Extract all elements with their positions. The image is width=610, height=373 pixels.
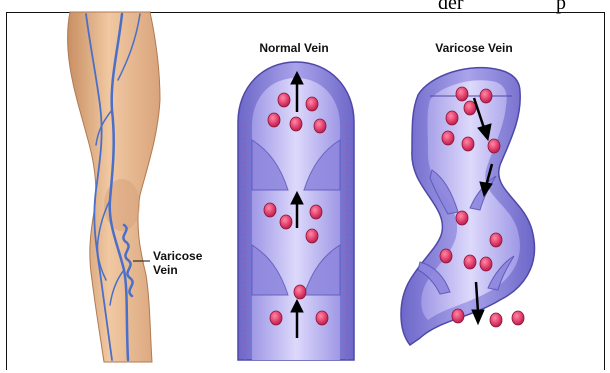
- varicose-vein-title: Varicose Vein: [435, 41, 512, 55]
- normal-vein-illustration: Normal Vein: [238, 41, 354, 360]
- blood-cell: [310, 205, 322, 219]
- blood-cell: [442, 131, 454, 145]
- blood-cell: [462, 137, 474, 151]
- blood-cell: [464, 255, 476, 269]
- flow-arrow-down-icon: [472, 310, 484, 324]
- blood-cell: [316, 311, 328, 325]
- blood-cell: [314, 119, 326, 133]
- blood-cell: [294, 285, 306, 299]
- leg-illustration: Varicose Vein: [68, 12, 203, 362]
- blood-cell: [480, 89, 492, 103]
- blood-cell: [290, 117, 302, 131]
- leg-callout-label-line1: Varicose: [153, 249, 203, 263]
- normal-vein-title: Normal Vein: [259, 41, 328, 55]
- blood-cell: [480, 257, 492, 271]
- blood-cell: [306, 229, 318, 243]
- blood-cell: [280, 215, 292, 229]
- leg-callout-label-line2: Vein: [153, 263, 178, 277]
- blood-cell: [306, 97, 318, 111]
- blood-cell: [270, 311, 282, 325]
- blood-cell: [446, 111, 458, 125]
- blood-cell: [264, 203, 276, 217]
- varicose-vein-illustration: Varicose Vein: [401, 41, 534, 345]
- blood-cell: [488, 139, 500, 153]
- blood-cell: [490, 313, 502, 327]
- blood-cell: [490, 233, 502, 247]
- blood-cell: [512, 311, 524, 325]
- blood-cell: [440, 249, 452, 263]
- blood-cell: [268, 113, 280, 127]
- blood-cell: [456, 211, 468, 225]
- blood-cell: [278, 93, 290, 107]
- blood-cell: [464, 101, 476, 115]
- blood-cell: [456, 87, 468, 101]
- blood-cell: [452, 309, 464, 323]
